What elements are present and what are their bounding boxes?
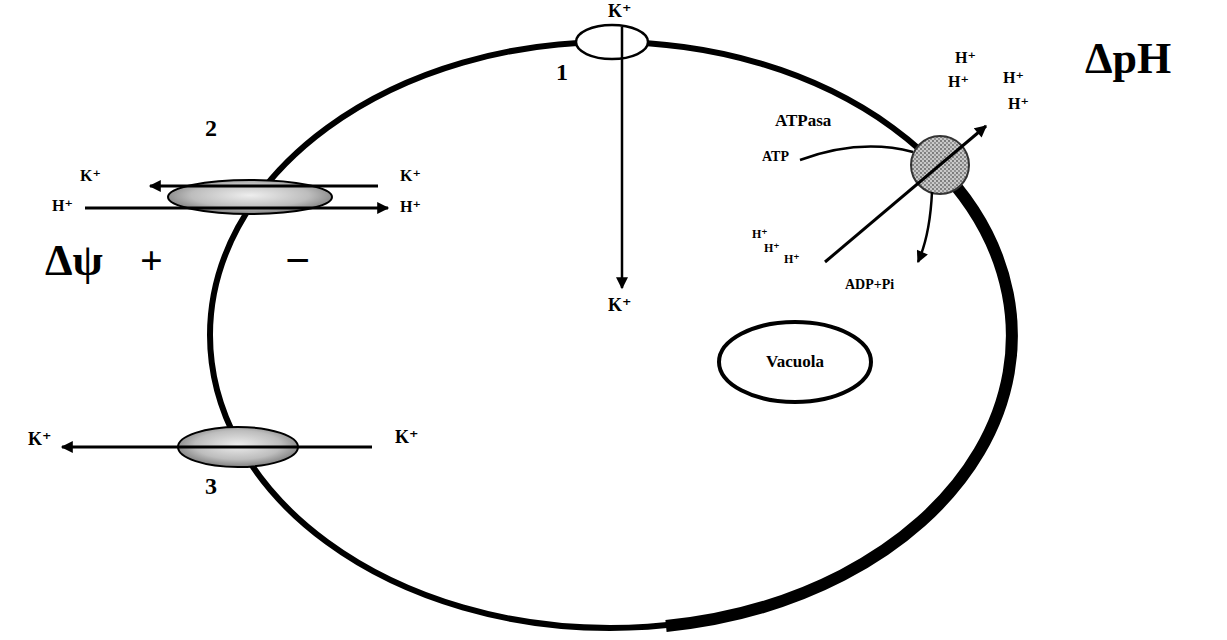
ion-label: K⁺ [395, 428, 419, 447]
ion-label: K⁺ [28, 430, 52, 449]
vacuole-outline [719, 322, 871, 402]
ion-label: H⁺ [948, 74, 969, 91]
ion-label: H⁺ [1003, 70, 1024, 87]
atp-input-line [800, 147, 913, 160]
node-label: Vacuola [766, 353, 824, 372]
k-efflux-arrow [62, 446, 372, 449]
enzyme-label: ATPasa [775, 112, 831, 130]
charge-sign: + [140, 240, 163, 282]
h-efflux-arrow [825, 126, 986, 262]
cell-wall-thick [666, 165, 1012, 626]
k-channel [576, 25, 648, 59]
k-efflux-arrow [150, 185, 378, 188]
k-influx-arrow [621, 27, 624, 288]
callout-number: 1 [556, 60, 568, 85]
molecule-label: ADP+Pi [845, 278, 894, 293]
callout-number: 3 [205, 474, 217, 499]
ion-label: H⁺ [784, 253, 800, 266]
ion-label: H⁺ [400, 199, 421, 216]
ion-label: H⁺ [955, 50, 976, 67]
gradient-label: ΔpH [1085, 36, 1171, 82]
ion-label: H⁺ [52, 198, 73, 215]
adp-output-arrow [918, 192, 932, 262]
charge-sign: − [285, 238, 310, 284]
ion-label: H⁺ [764, 242, 780, 255]
molecule-label: ATP [762, 150, 789, 165]
ion-label: K⁺ [80, 168, 101, 185]
callout-number: 2 [205, 116, 217, 141]
ion-label: K⁺ [400, 168, 421, 185]
ion-label: K⁺ [608, 296, 632, 315]
vacuole-node: Vacuola [717, 320, 873, 404]
ion-label: H⁺ [752, 228, 768, 241]
ion-label: H⁺ [1008, 96, 1029, 113]
potential-label: Δψ [45, 238, 103, 284]
h-influx-arrow [85, 207, 388, 210]
ion-label: K⁺ [608, 2, 632, 21]
